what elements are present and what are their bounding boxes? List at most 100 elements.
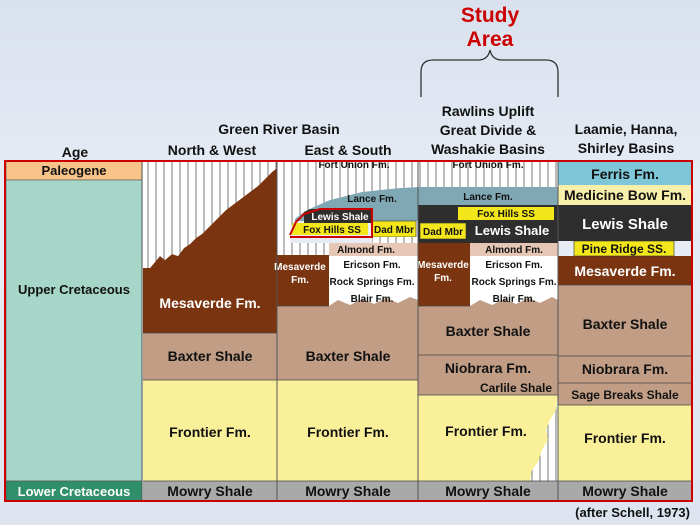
- es-blair-label: Blair Fm.: [351, 294, 394, 305]
- es-mesaverde-label-line2: Fm.: [291, 275, 309, 286]
- lh-sage-breaks-fill: [558, 383, 692, 405]
- lh-medicine-bow-fill: [558, 185, 692, 205]
- nw-mesaverde-fill: [143, 168, 277, 333]
- nw-striped-unconformity: [143, 161, 277, 268]
- lh-baxter-label: Baxter Shale: [583, 316, 668, 332]
- rw-baxter-label: Baxter Shale: [446, 323, 531, 339]
- age-paleogene-label: Paleogene: [41, 163, 106, 178]
- rw-niobrara-label: Niobrara Fm.: [445, 360, 531, 376]
- rw-mowry-label: Mowry Shale: [445, 483, 531, 499]
- es-mesaverde-unconformity-stripes: [277, 243, 329, 255]
- lh-frontier-label: Frontier Fm.: [584, 430, 666, 446]
- header-age: Age: [62, 144, 89, 160]
- citation: (after Schell, 1973): [575, 505, 690, 520]
- rw-mesaverde-label-line2: Fm.: [434, 273, 452, 284]
- header-laramie-line1: Laamie, Hanna,: [575, 121, 678, 137]
- rw-almond-fill: [470, 243, 558, 256]
- rw-carlile-label: Carlile Shale: [480, 381, 552, 395]
- nw-baxter-fill: [143, 333, 277, 380]
- nw-frontier-label: Frontier Fm.: [169, 424, 251, 440]
- es-right-stripes: [372, 237, 418, 243]
- lh-lewis-label: Lewis Shale: [582, 216, 668, 233]
- lh-pine-ridge-label: Pine Ridge SS.: [582, 242, 667, 256]
- rw-baxter-fill: [418, 306, 558, 355]
- nw-mesaverde-label: Mesaverde Fm.: [159, 295, 260, 311]
- lh-frontier-fill: [558, 405, 692, 481]
- es-mowry-label: Mowry Shale: [305, 483, 391, 499]
- es-lewis-label: Lewis Shale: [311, 212, 369, 223]
- header-rawlins-line1: Rawlins Uplift: [442, 103, 535, 119]
- lh-mowry-label: Mowry Shale: [582, 483, 668, 499]
- es-lance-fill: [290, 187, 418, 228]
- column-dividers: [141, 161, 559, 501]
- es-blair-fill: [329, 289, 418, 306]
- es-lewis-red-outline: [289, 208, 373, 238]
- rw-rock-springs-fill: [470, 272, 558, 289]
- es-fox-hills-fill: [292, 223, 368, 235]
- lh-niobrara-fill: [558, 356, 692, 383]
- es-mesaverde-wedge: [329, 297, 418, 306]
- age-lower-cretaceous-label: Lower Cretaceous: [18, 484, 131, 499]
- lh-baxter-fill: [558, 285, 692, 356]
- lh-medicine-bow-label: Medicine Bow Fm.: [564, 187, 686, 203]
- rw-frontier-erosion-stripes: [530, 395, 558, 481]
- rw-mesaverde-fill: [418, 243, 470, 306]
- lh-sage-breaks-label: Sage Breaks Shale: [571, 388, 679, 402]
- rw-blair-wedge: [470, 297, 558, 306]
- nw-baxter-label: Baxter Shale: [168, 348, 253, 364]
- es-mesaverde-label-line1: Mesaverde: [274, 262, 326, 273]
- lh-mowry-fill: [558, 481, 692, 501]
- contact-lines: [143, 284, 692, 482]
- lh-mesaverde-fill: [558, 256, 692, 285]
- study-area-title-line2: Area: [467, 28, 514, 51]
- rw-lewis-label: Lewis Shale: [475, 223, 549, 238]
- es-lance-label: Lance Fm.: [347, 194, 397, 205]
- nw-frontier-fill: [143, 380, 277, 481]
- rw-fox-hills-fill: [458, 207, 554, 220]
- es-baxter-fill: [277, 306, 418, 380]
- rw-fort-union-stripes: [418, 161, 558, 187]
- rw-lance-fill: [418, 187, 558, 205]
- rw-ericson-fill: [470, 256, 558, 272]
- rw-ericson-label: Ericson Fm.: [485, 260, 542, 271]
- rw-almond-label: Almond Fm.: [485, 245, 543, 256]
- rw-lance-label: Lance Fm.: [463, 192, 513, 203]
- rw-mowry-fill: [418, 481, 558, 501]
- rw-rock-springs-label: Rock Springs Fm.: [471, 277, 556, 288]
- lh-niobrara-label: Niobrara Fm.: [582, 361, 668, 377]
- es-mowry-fill: [277, 481, 418, 501]
- rw-niobrara-fill: [418, 355, 558, 380]
- study-area-bracket: [420, 49, 559, 97]
- chart-outer-frame: [4, 160, 693, 502]
- es-frontier-fill: [277, 380, 418, 481]
- nw-mowry-label: Mowry Shale: [167, 483, 253, 499]
- age-upper-cretaceous-label: Upper Cretaceous: [18, 282, 130, 297]
- es-rock-springs-fill: [329, 272, 418, 289]
- header-laramie-line2: Shirley Basins: [578, 140, 675, 156]
- rw-carlile-fill: [418, 380, 558, 395]
- es-fort-union-stripes: [277, 161, 418, 255]
- lh-ferris-label: Ferris Fm.: [591, 166, 659, 182]
- rw-mesaverde-label-line1: Mesaverde: [417, 260, 469, 271]
- age-upper-cretaceous-cell: [5, 179, 143, 482]
- es-ericson-label: Ericson Fm.: [343, 260, 400, 271]
- es-mesaverde-fill: [277, 255, 329, 306]
- header-east-south: East & South: [304, 142, 391, 158]
- rw-dad-mbr-fill: [419, 222, 467, 240]
- rw-blair-label: Blair Fm.: [493, 294, 536, 305]
- es-almond-fill: [329, 243, 418, 256]
- rw-fort-union-label: Fort Union Fm.: [452, 160, 523, 171]
- es-almond-label: Almond Fm.: [337, 245, 395, 256]
- lh-ferris-fill: [558, 161, 692, 185]
- es-fort-union-label: Fort Union Fm.: [318, 160, 389, 171]
- header-north-west: North & West: [168, 142, 257, 158]
- es-ericson-fill: [329, 256, 418, 272]
- lh-mesaverde-label: Mesaverde Fm.: [574, 263, 675, 279]
- header-rawlins-line3: Washakie Basins: [431, 141, 545, 157]
- nw-mowry-fill: [143, 481, 277, 501]
- header-rawlins-line2: Great Divide &: [440, 122, 536, 138]
- rw-fox-hills-label: Fox Hills SS: [477, 209, 535, 220]
- es-fox-hills-label: Fox Hills SS: [303, 225, 361, 236]
- rw-frontier-label: Frontier Fm.: [445, 423, 527, 439]
- rw-dad-mbr-label: Dad Mbr: [423, 227, 463, 238]
